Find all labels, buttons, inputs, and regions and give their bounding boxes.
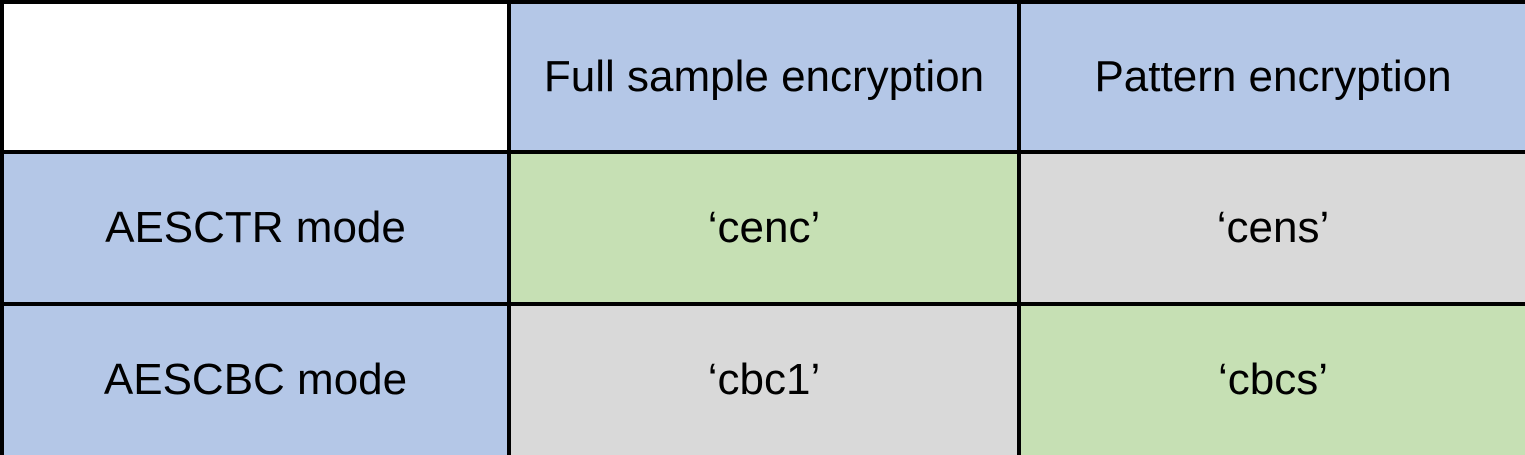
cell-cbc1: ‘cbc1’ [507, 302, 1021, 455]
cell-cenc: ‘cenc’ [507, 150, 1021, 306]
cell-cens: ‘cens’ [1017, 150, 1525, 306]
header-row: Full sample encryption Pattern encryptio… [0, 0, 1525, 154]
column-header-pattern-encryption: Pattern encryption [1017, 0, 1525, 154]
row-header-aesctr-mode: AESCTR mode [0, 150, 511, 306]
corner-cell [0, 0, 511, 154]
table-row-aescbc: AESCBC mode ‘cbc1’ ‘cbcs’ [0, 302, 1525, 455]
column-header-full-sample-encryption: Full sample encryption [507, 0, 1021, 154]
row-header-aescbc-mode: AESCBC mode [0, 302, 511, 455]
table-row-aesctr: AESCTR mode ‘cenc’ ‘cens’ [0, 150, 1525, 306]
cell-cbcs: ‘cbcs’ [1017, 302, 1525, 455]
